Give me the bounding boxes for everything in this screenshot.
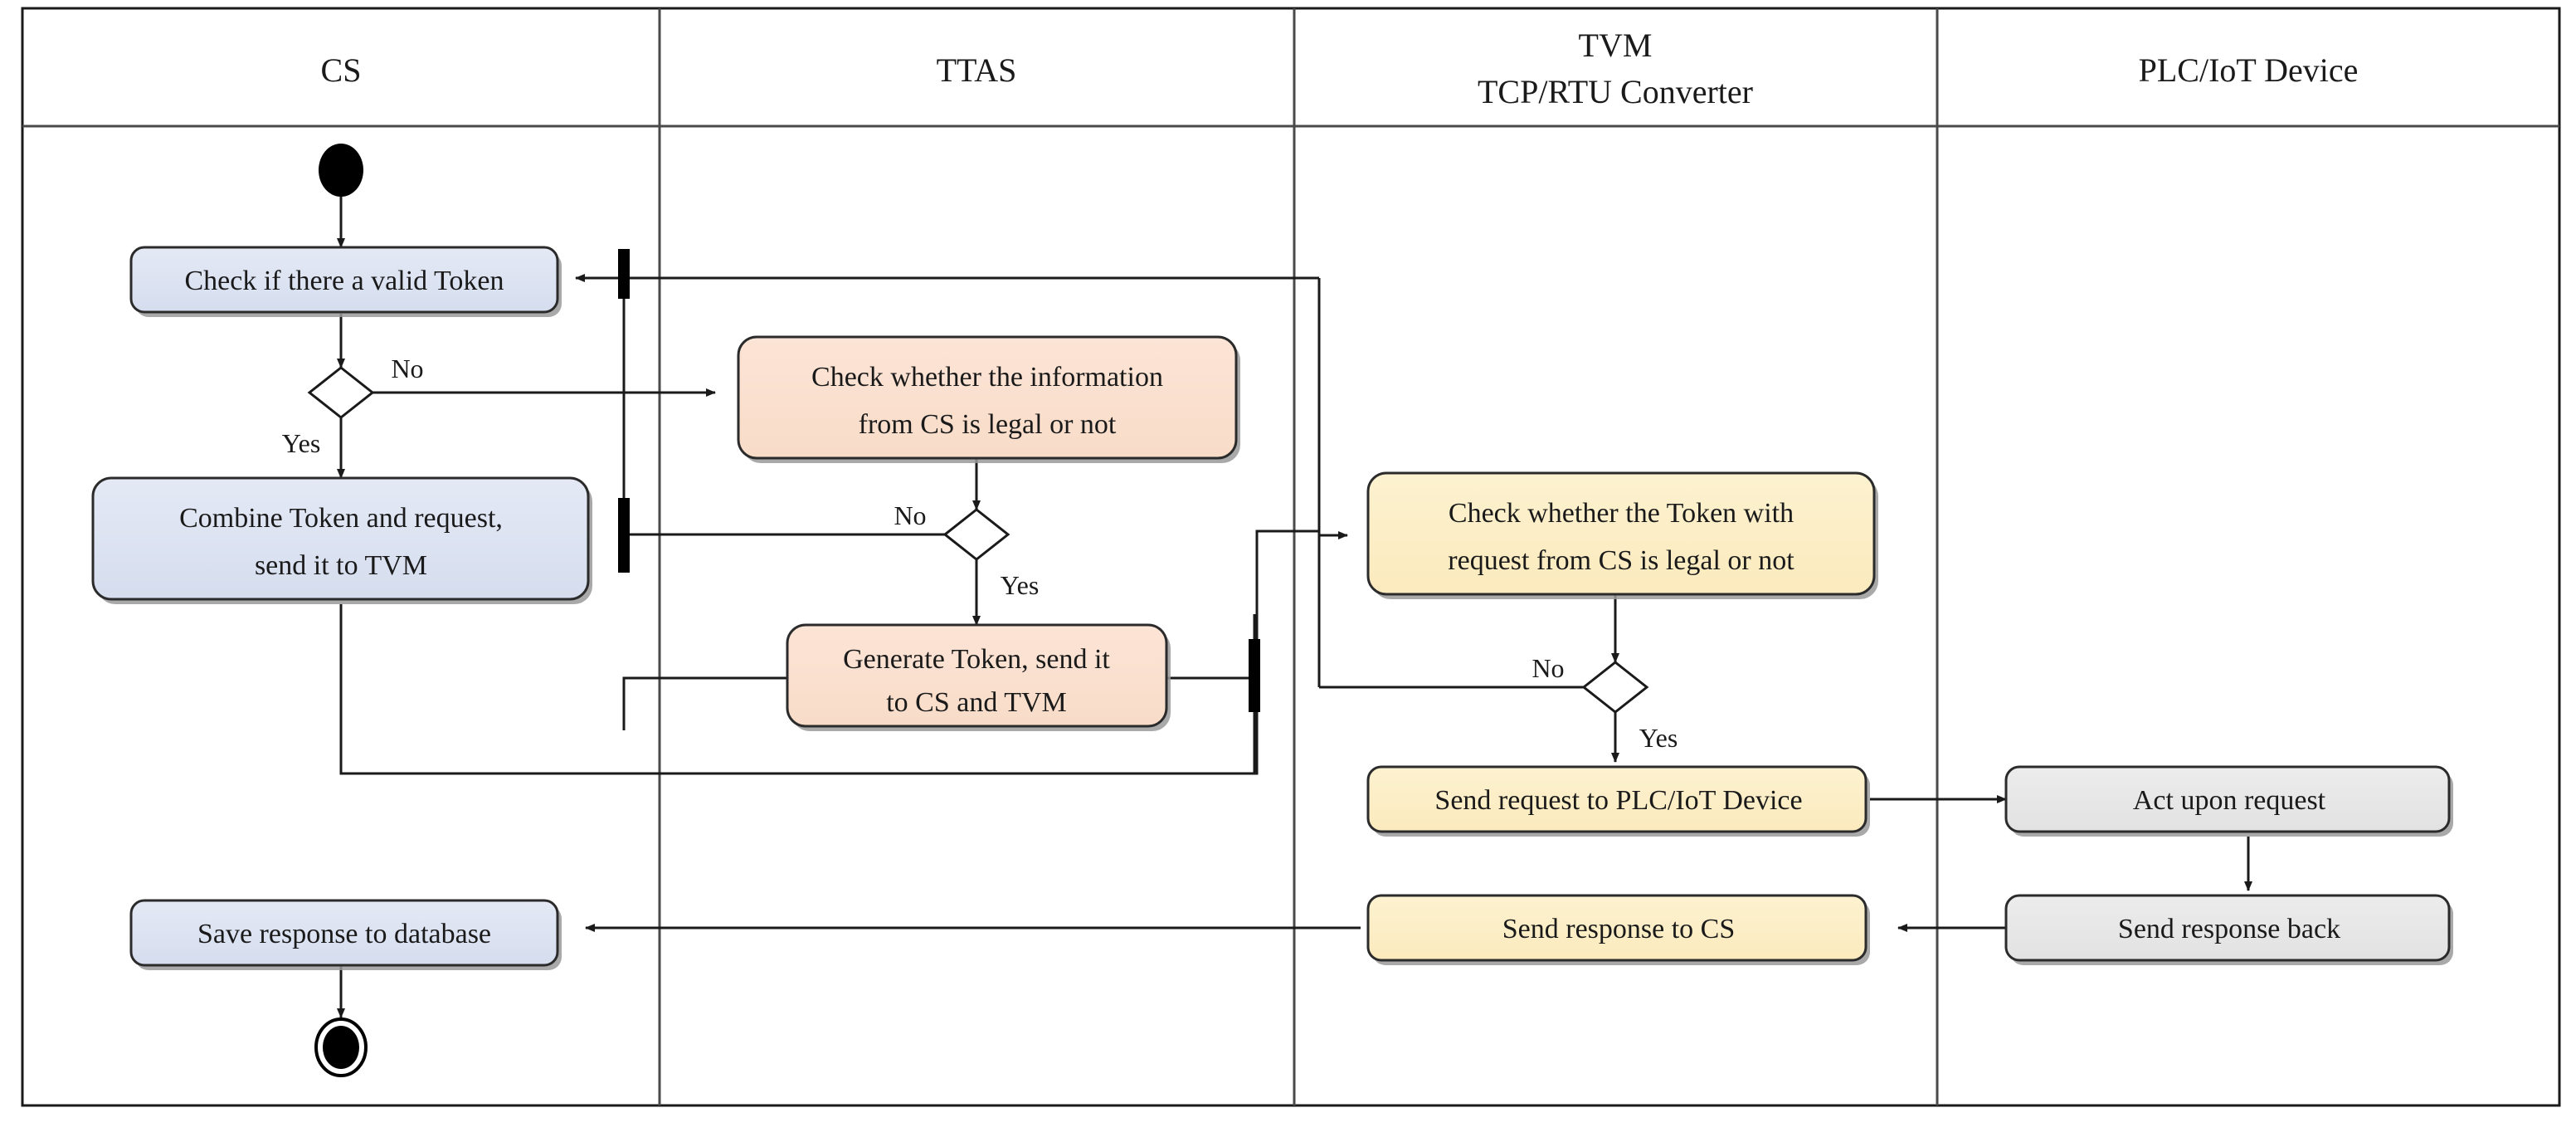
node-final[interactable] bbox=[314, 1017, 368, 1077]
lane-header-plc: PLC/IoT Device bbox=[2139, 51, 2359, 89]
node-generate-token[interactable]: Generate Token, send it to CS and TVM bbox=[786, 623, 1171, 731]
edge-generate-token-feedback-cs bbox=[622, 676, 787, 730]
node-label-act-upon-request: Act upon request bbox=[2133, 785, 2326, 816]
sync-bar-cs-top bbox=[618, 249, 630, 299]
node-combine-token[interactable]: Combine Token and request, send it to TV… bbox=[91, 476, 592, 604]
node-check-info-legal[interactable]: Check whether the information from CS is… bbox=[737, 335, 1240, 463]
node-label-generate-token-1: Generate Token, send it bbox=[843, 644, 1110, 675]
node-label-send-request-plc: Send request to PLC/IoT Device bbox=[1434, 785, 1802, 816]
sync-bars bbox=[618, 249, 1260, 712]
node-initial[interactable] bbox=[319, 144, 363, 197]
sync-bar-ttas-fork bbox=[1249, 639, 1260, 712]
decision-diamond-info bbox=[942, 508, 1010, 561]
node-label-send-response-cs: Send response to CS bbox=[1502, 914, 1736, 944]
node-token-request-decision[interactable]: No Yes bbox=[1531, 653, 1678, 753]
edge-label-info-decision-no: No bbox=[894, 500, 926, 530]
lane-header-tvm: TVM TCP/RTU Converter bbox=[1478, 27, 1753, 110]
node-label-check-info-2: from CS is legal or not bbox=[859, 409, 1117, 440]
lane-title-tvm-sub: TCP/RTU Converter bbox=[1478, 73, 1753, 110]
node-label-check-info-1: Check whether the information bbox=[811, 362, 1163, 393]
node-label-check-token-request-2: request from CS is legal or not bbox=[1448, 545, 1794, 576]
node-check-valid-token[interactable]: Check if there a valid Token bbox=[129, 246, 562, 317]
lane-header-cs: CS bbox=[321, 51, 362, 89]
node-label-combine-token-2: send it to TVM bbox=[255, 550, 427, 581]
edge-label-info-decision-yes: Yes bbox=[1001, 570, 1040, 600]
node-act-upon-request[interactable]: Act upon request bbox=[2004, 765, 2453, 837]
node-send-response-back[interactable]: Send response back bbox=[2004, 894, 2453, 965]
final-node-icon bbox=[323, 1026, 359, 1069]
node-send-request-plc[interactable]: Send request to PLC/IoT Device bbox=[1366, 765, 1870, 837]
node-token-decision[interactable]: No Yes bbox=[282, 354, 424, 458]
lane-header-ttas: TTAS bbox=[937, 51, 1017, 89]
lane-title-plc: PLC/IoT Device bbox=[2139, 51, 2359, 89]
node-label-combine-token-1: Combine Token and request, bbox=[179, 503, 503, 534]
sync-bar-cs-bottom bbox=[618, 498, 630, 573]
edge-label-tvm-decision-yes: Yes bbox=[1639, 723, 1678, 753]
node-check-token-request[interactable]: Check whether the Token with request fro… bbox=[1366, 471, 1878, 599]
node-label-save-response: Save response to database bbox=[197, 919, 491, 949]
swimlane-frame bbox=[21, 7, 2561, 1107]
node-label-check-valid-token: Check if there a valid Token bbox=[184, 266, 504, 296]
lane-title-ttas: TTAS bbox=[937, 51, 1017, 89]
edge-label-token-decision-no: No bbox=[391, 354, 423, 383]
decision-diamond-token bbox=[307, 366, 375, 419]
node-send-response-cs[interactable]: Send response to CS bbox=[1366, 894, 1870, 965]
lane-title-tvm: TVM bbox=[1579, 27, 1653, 64]
node-label-send-response-back: Send response back bbox=[2118, 914, 2340, 944]
edge-label-tvm-decision-no: No bbox=[1531, 653, 1564, 683]
node-label-generate-token-2: to CS and TVM bbox=[886, 687, 1067, 718]
decision-diamond-token-request bbox=[1581, 661, 1649, 714]
initial-node-icon bbox=[319, 144, 363, 197]
node-info-decision[interactable]: No Yes bbox=[894, 500, 1039, 600]
node-label-check-token-request-1: Check whether the Token with bbox=[1449, 498, 1794, 529]
lane-title-cs: CS bbox=[321, 51, 362, 89]
node-save-response[interactable]: Save response to database bbox=[129, 899, 562, 970]
edge-label-token-decision-yes: Yes bbox=[282, 428, 321, 458]
